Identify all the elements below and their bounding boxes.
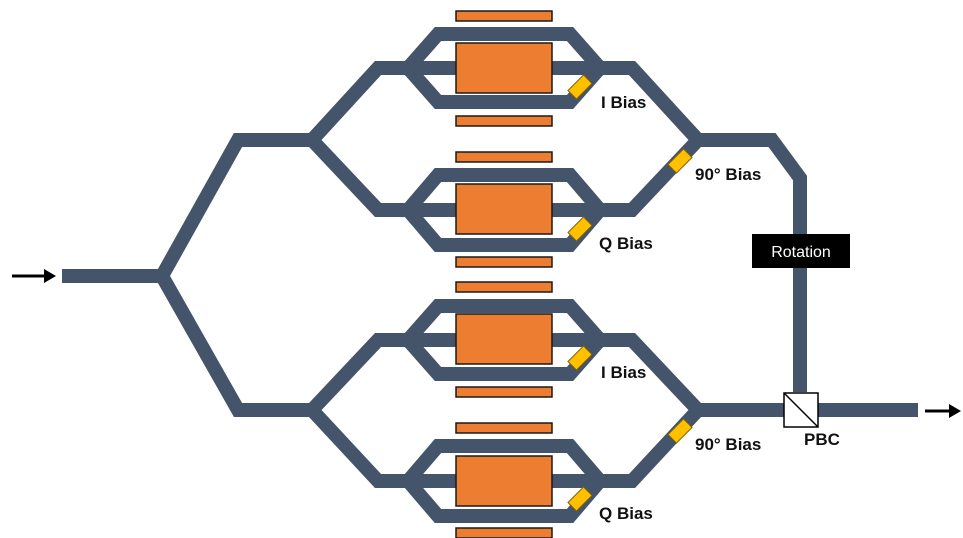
- bias-90-bottom-label: 90° Bias: [695, 435, 761, 454]
- electrode-top-q-upper: [455, 151, 553, 163]
- pbc-icon: [783, 392, 819, 428]
- bias-pad-bottom-q: [567, 486, 593, 512]
- waveguide-network: [62, 27, 918, 523]
- electrode-top-i-upper: [455, 10, 553, 22]
- i-bias-top-label: I Bias: [601, 93, 646, 112]
- electrode-bottom-q-upper: [455, 422, 553, 434]
- rotation-box: Rotation: [752, 234, 850, 268]
- electrode-bottom-i-upper: [455, 281, 553, 293]
- electrode-bottom-i-center: [455, 313, 553, 365]
- electrode-bottom-i-lower: [455, 386, 553, 398]
- electrode-top-q-center: [455, 183, 553, 235]
- output-arrow: [925, 404, 961, 418]
- bias-90-top-label: 90° Bias: [695, 165, 761, 184]
- electrode-bottom-q-lower: [455, 527, 553, 538]
- bias-pad-top-90: [667, 148, 693, 174]
- q-bias-bottom-label: Q Bias: [599, 504, 653, 523]
- pbc-label: PBC: [804, 430, 840, 449]
- q-bias-top-label: Q Bias: [599, 234, 653, 253]
- bias-pad-top-i: [567, 74, 593, 100]
- bias-pad-top-q: [567, 216, 593, 242]
- bias-pad-bottom-i: [567, 345, 593, 371]
- i-bias-bottom-label: I Bias: [601, 363, 646, 382]
- input-arrow: [12, 269, 56, 283]
- bias-pad-bottom-90: [667, 418, 693, 444]
- electrodes: [455, 10, 553, 538]
- electrode-top-i-center: [455, 42, 553, 94]
- electrode-top-i-lower: [455, 115, 553, 127]
- bias-pads: [567, 74, 693, 512]
- rotation-label: Rotation: [771, 244, 831, 261]
- electrode-top-q-lower: [455, 256, 553, 268]
- electrode-bottom-q-center: [455, 455, 553, 507]
